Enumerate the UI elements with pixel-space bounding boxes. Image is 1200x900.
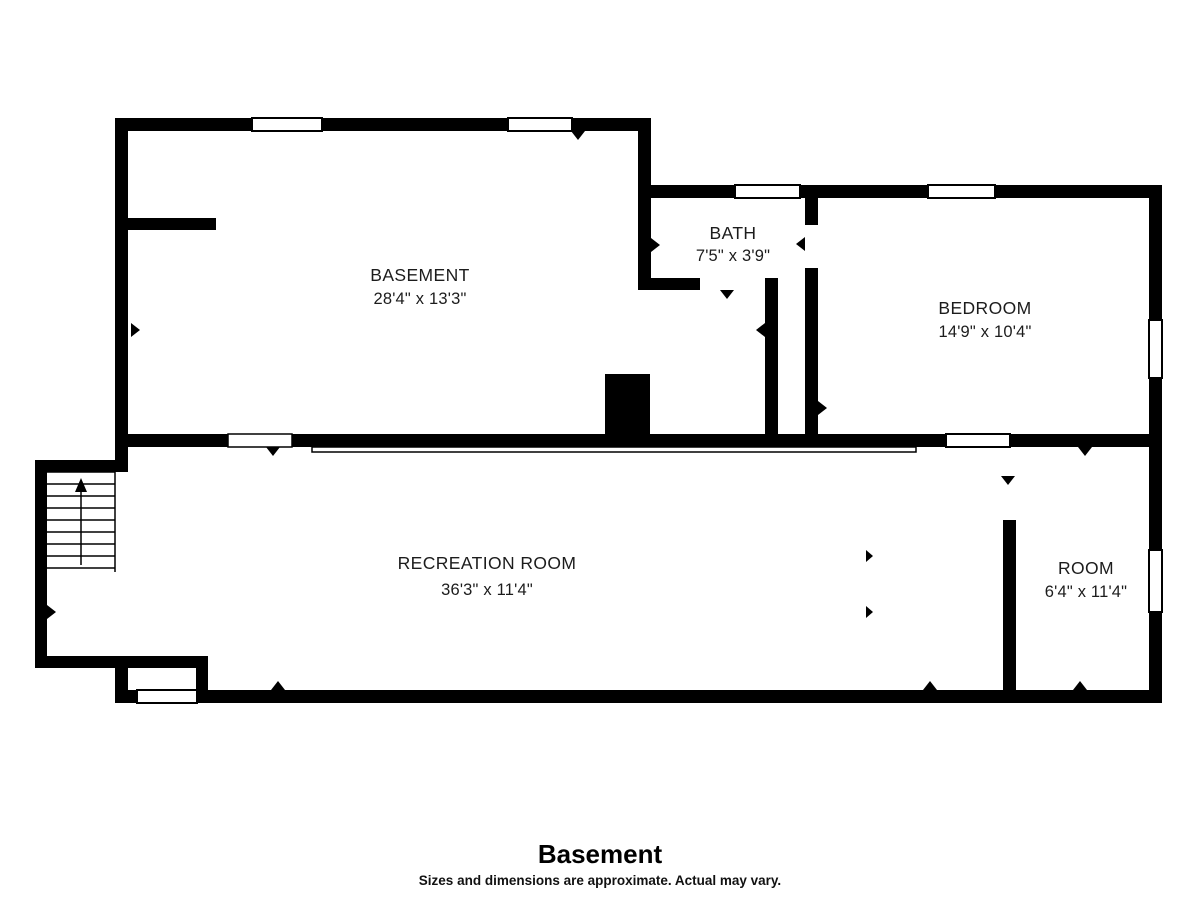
stair-up-arrow-icon: [75, 478, 87, 492]
opening-basement-rec: [227, 433, 293, 448]
door-marker-icon: [796, 237, 805, 251]
wall-room-divider: [1003, 520, 1016, 690]
door-marker-icon: [266, 447, 280, 456]
door-marker-icon: [47, 605, 56, 619]
wall-hall: [765, 278, 778, 447]
window-right-lower: [1148, 549, 1163, 613]
staircase: [47, 471, 116, 572]
window-right-upper: [1148, 319, 1163, 379]
door-marker-icon: [818, 401, 827, 415]
chimney-block: [605, 374, 650, 434]
door-marker-icon: [1073, 681, 1087, 690]
wall-bath-left: [638, 118, 651, 290]
wall-bedroom-left-lower: [805, 268, 818, 447]
plan-footer: Basement Sizes and dimensions are approx…: [0, 840, 1200, 888]
door-marker-icon: [756, 323, 765, 337]
wall-divider-2: [292, 434, 946, 447]
wall-bath-bottom: [638, 278, 700, 290]
window-bedroom-top: [927, 184, 996, 199]
room-labels: BASEMENT 28'4" x 13'3" BATH 7'5" x 3'9" …: [370, 223, 1127, 601]
window-basement-2: [507, 117, 573, 132]
door-marker-icon: [866, 550, 873, 562]
door-marker-icon: [866, 606, 873, 618]
door-marker-icon: [651, 238, 660, 252]
door-markers: [47, 131, 1092, 690]
wall-alcove-right: [196, 656, 208, 703]
walls: [35, 118, 1162, 703]
wall-alcove-left: [115, 656, 128, 703]
door-marker-icon: [1078, 447, 1092, 456]
wall-stair-left: [35, 460, 47, 668]
room-room-dims: 6'4" x 11'4": [1045, 583, 1128, 601]
recreation-room-label: RECREATION ROOM: [398, 553, 577, 573]
door-marker-icon: [720, 290, 734, 299]
room-room-label: ROOM: [1058, 558, 1114, 578]
bedroom-room-dims: 14'9" x 10'4": [938, 323, 1031, 341]
door-marker-icon: [1001, 476, 1015, 485]
wall-bedroom-left-upper: [805, 185, 818, 225]
window-bath: [734, 184, 801, 199]
basement-room-label: BASEMENT: [370, 265, 469, 285]
wall-stair-top: [35, 460, 128, 472]
beam-line: [311, 446, 917, 453]
plan-disclaimer: Sizes and dimensions are approximate. Ac…: [418, 872, 782, 888]
wall-left-exterior: [115, 118, 128, 472]
bath-room-label: BATH: [710, 223, 757, 243]
wall-top-right: [638, 185, 1162, 198]
bedroom-room-label: BEDROOM: [938, 298, 1031, 318]
window-basement-1: [251, 117, 323, 132]
wall-divider-1: [115, 434, 228, 447]
door-marker-icon: [923, 681, 937, 690]
bath-room-dims: 7'5" x 3'9": [696, 247, 770, 265]
window-alcove: [136, 689, 198, 704]
wall-stub-left: [128, 218, 216, 230]
basement-room-dims: 28'4" x 13'3": [373, 290, 466, 308]
door-marker-icon: [571, 131, 585, 140]
door-marker-icon: [271, 681, 285, 690]
recreation-room-dims: 36'3" x 11'4": [441, 581, 533, 599]
window-bedroom-bottom: [945, 433, 1011, 448]
door-marker-icon: [131, 323, 140, 337]
plan-title: Basement: [537, 839, 663, 869]
wall-bottom-exterior: [115, 690, 1162, 703]
wall-divider-3: [1010, 434, 1162, 447]
windows: [136, 117, 1163, 704]
